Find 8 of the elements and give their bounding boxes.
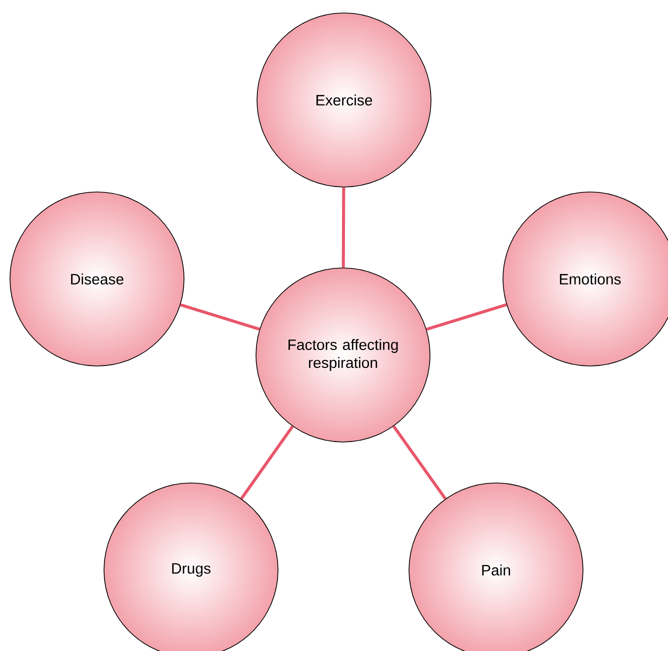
connector-line [180, 303, 260, 331]
circle-node: Exercise [256, 12, 432, 188]
connector-line [392, 425, 447, 500]
connector-line [342, 187, 346, 268]
circle-node: Factors affecting respiration [256, 268, 430, 442]
circle-node: Disease [10, 192, 184, 366]
connector-line [426, 303, 507, 331]
connector-line [240, 426, 294, 500]
